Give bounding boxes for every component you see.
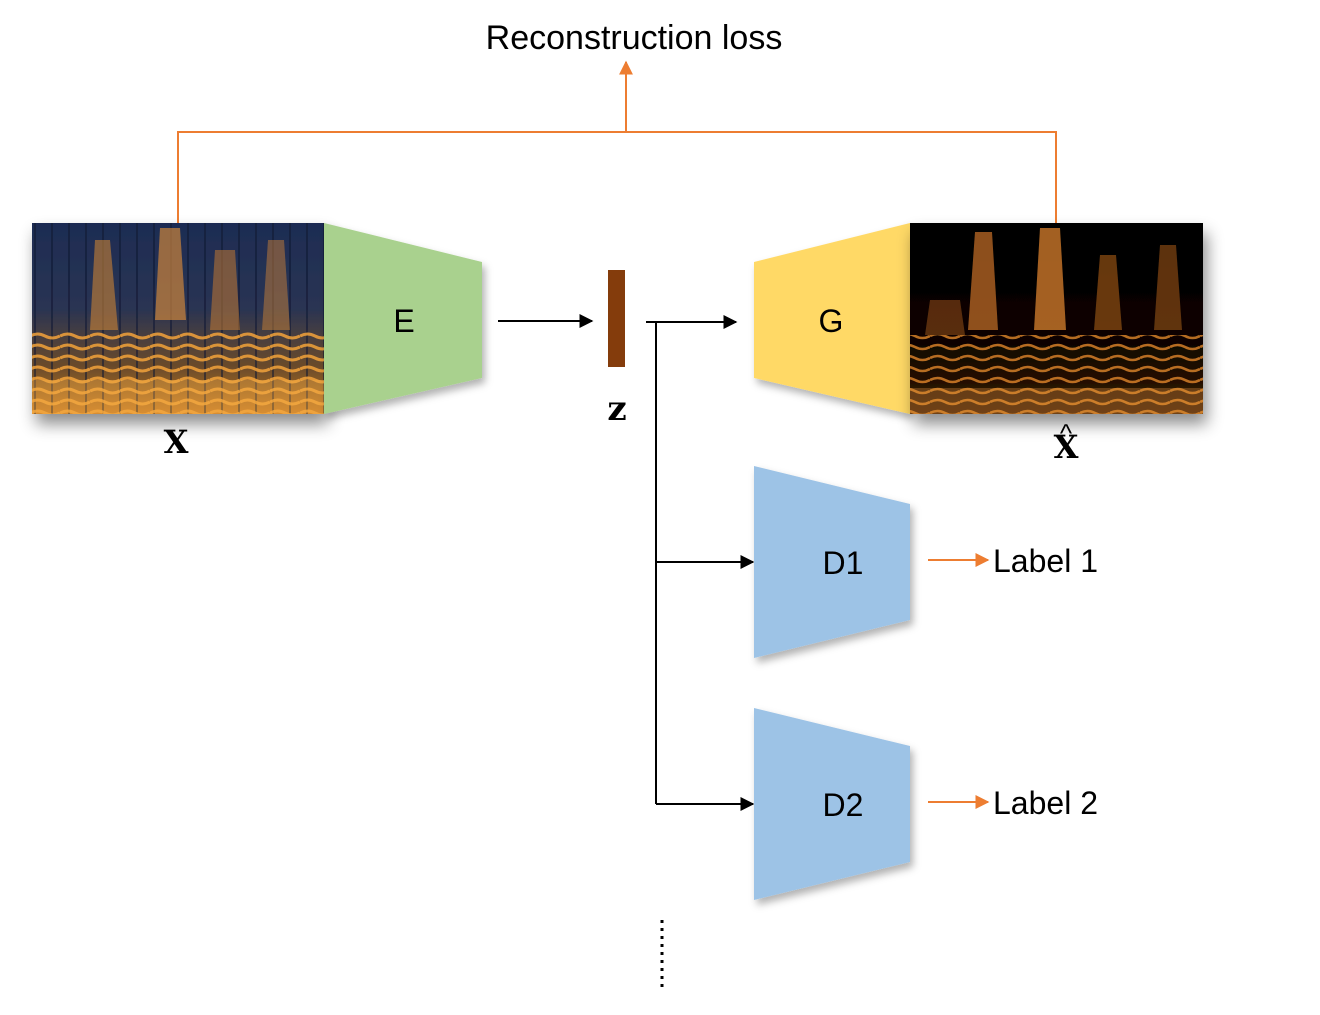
generator-label: G (819, 303, 844, 339)
discriminator-d1-block (754, 466, 910, 658)
reconstruction-loss-label: Reconstruction loss (486, 19, 783, 57)
latent-z-bar (608, 270, 625, 367)
latent-z-label: z (607, 389, 626, 429)
output-x-label: X (1054, 428, 1079, 466)
latent-branch-lines (646, 315, 755, 811)
encoder-label: E (393, 303, 414, 339)
discriminator-d1-label: D1 (823, 545, 864, 581)
label-1-text: Label 1 (993, 543, 1098, 579)
input-spectrogram (32, 223, 324, 414)
encoder-block (324, 223, 482, 414)
discriminator-d2-label: D2 (823, 787, 864, 823)
output-spectrogram (910, 223, 1203, 414)
output-x-hat-symbol: ^ (1060, 418, 1073, 448)
input-x-label: X (164, 423, 189, 461)
discriminator-d2-block (754, 708, 910, 900)
label-2-text: Label 2 (993, 785, 1098, 821)
reconstruction-loss-bracket (177, 60, 1057, 223)
generator-block (754, 223, 910, 414)
